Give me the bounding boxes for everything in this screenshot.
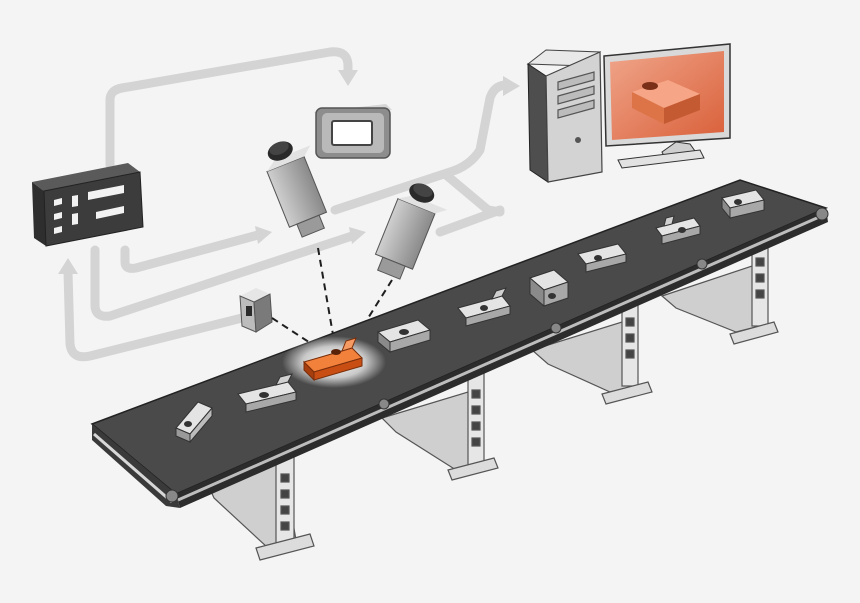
computer-tower-icon (526, 49, 603, 183)
photoelectric-sensor-icon (239, 288, 273, 333)
part-1 (175, 401, 213, 444)
part-9 (721, 189, 765, 220)
camera-icon-2 (374, 183, 448, 280)
parts-on-belt (175, 189, 765, 444)
monitor-icon (603, 43, 731, 169)
part-2 (237, 373, 297, 413)
part-6 (529, 269, 569, 308)
part-7 (577, 243, 627, 273)
part-4 (376, 319, 432, 354)
display-panel-icon (314, 104, 392, 159)
conveyor-legs (205, 241, 779, 561)
part-8 (655, 215, 701, 245)
highlighted-part (303, 337, 363, 382)
part-5 (457, 287, 511, 327)
camera-icon-1 (266, 141, 328, 238)
arrow-heads (58, 70, 520, 274)
controller-unit-icon (32, 163, 144, 247)
conveyor-belt-icon (90, 179, 829, 508)
connection-arrows (63, 47, 510, 362)
